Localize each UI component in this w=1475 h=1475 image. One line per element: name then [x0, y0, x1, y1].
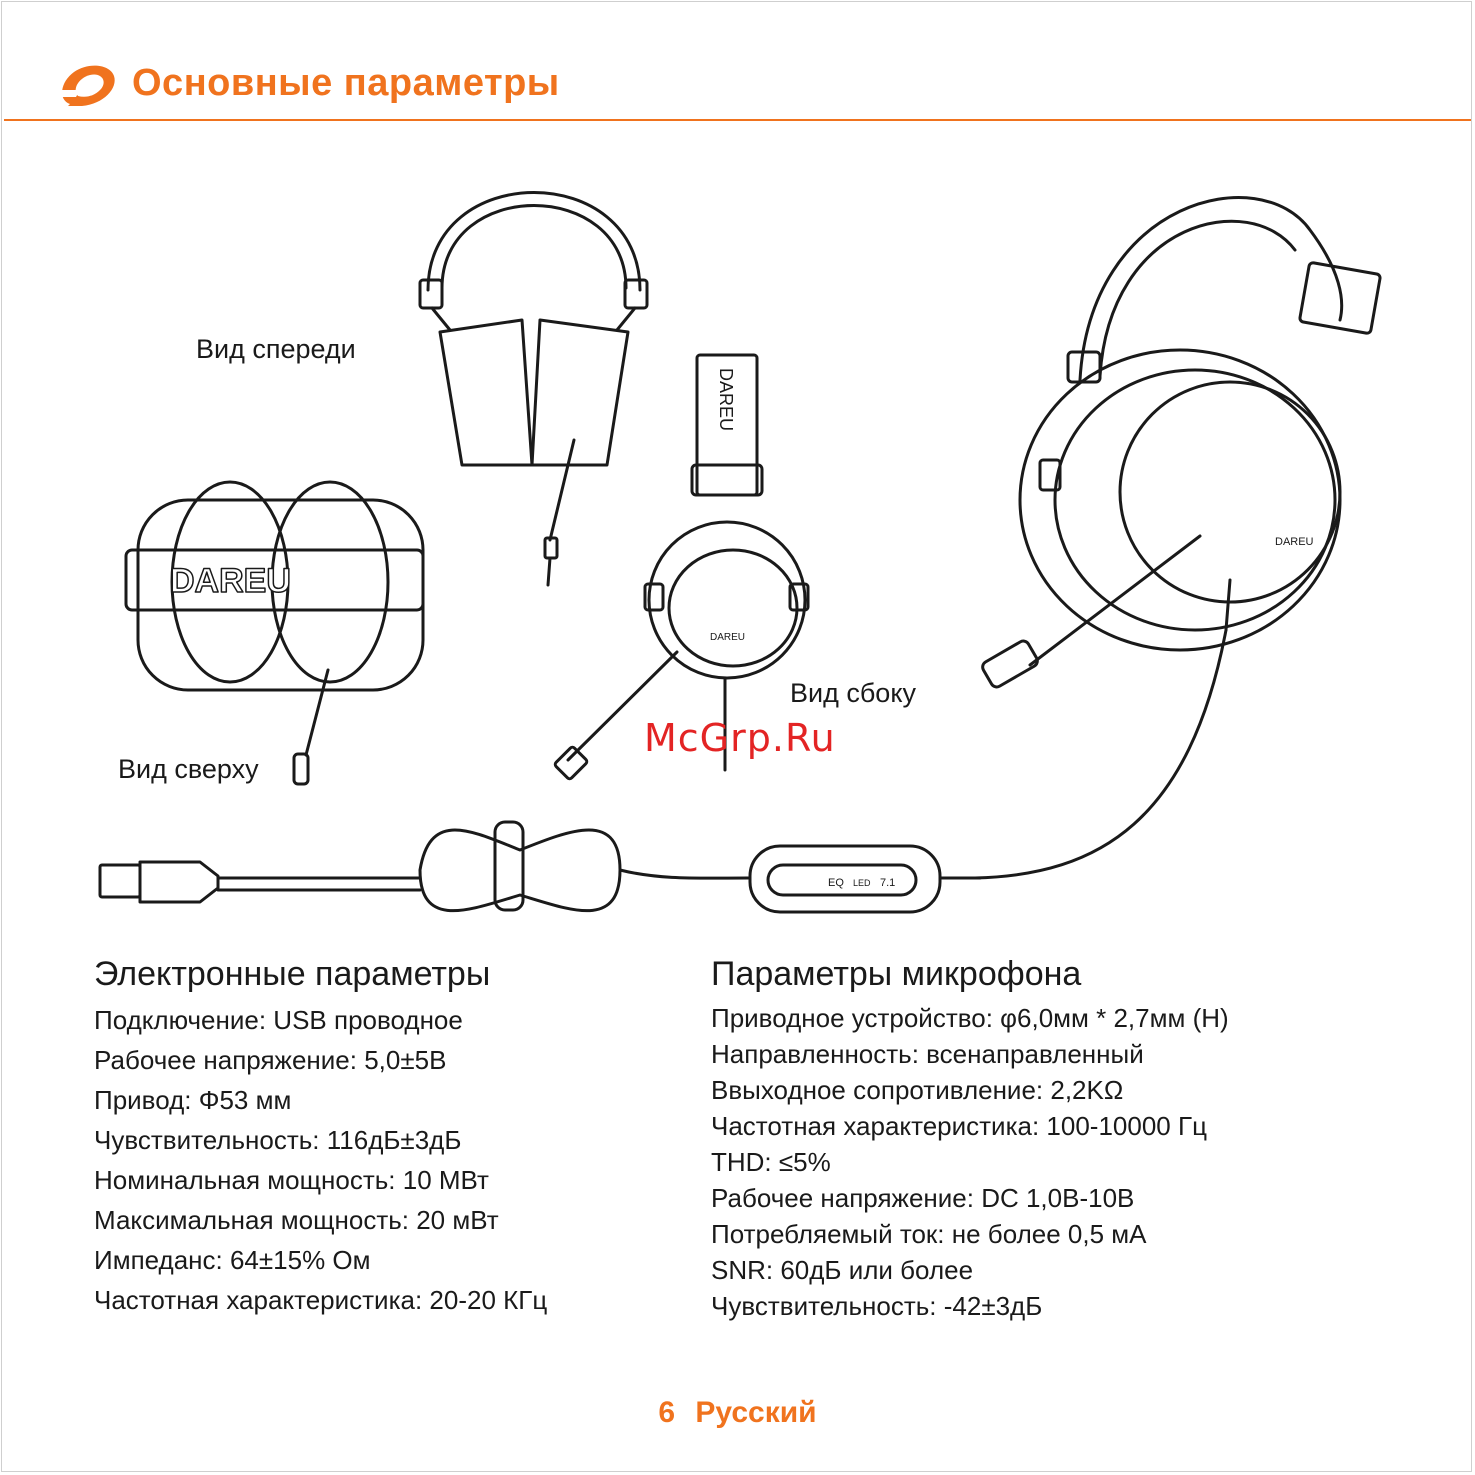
page-header: Основные параметры [0, 0, 1475, 122]
spec-rated-power: Номинальная мощность: 10 МВт [94, 1165, 489, 1195]
angled-view-drawing: DAREU [973, 196, 1382, 880]
mic-spec-sensitivity: Чувствительность: -42±3дБ [711, 1291, 1043, 1321]
page-footer: 6 Русский [0, 1396, 1475, 1430]
side-cup-brand-text: DAREU [710, 632, 745, 643]
mic-spec-snr: SNR: 60дБ или более [711, 1255, 974, 1285]
side-view-brand-text: DAREU [716, 368, 736, 431]
spec-max-power: Максимальная мощность: 20 мВт [94, 1205, 499, 1235]
top-view-brand-text: DAREU [170, 562, 291, 600]
spec-impedance: Импеданс: 64±15% Ом [94, 1245, 371, 1275]
spec-driver: Привод: Φ53 мм [94, 1085, 292, 1115]
header-divider [4, 119, 1471, 121]
microphone-parameters-heading: Параметры микрофона [711, 955, 1082, 993]
remote-surround-label: 7.1 [880, 877, 895, 889]
electronic-parameters-section: Электронные параметры Подключение: USB п… [94, 955, 547, 1320]
spec-sensitivity: Чувствительность: 116дБ±3дБ [94, 1125, 462, 1155]
microphone-parameters-section: Параметры микрофона Приводное устройство… [711, 955, 1229, 1324]
spec-voltage: Рабочее напряжение: 5,0±5В [94, 1045, 447, 1075]
spec-frequency-response: Частотная характеристика: 20-20 КГц [94, 1285, 548, 1315]
mic-spec-voltage: Рабочее напряжение: DC 1,0В-10В [711, 1183, 1135, 1213]
side-view-drawing: DAREU DAREU [553, 353, 810, 781]
top-view-label: Вид сверху [118, 754, 259, 784]
dareu-logo-icon [59, 65, 115, 106]
remote-led-label: LED [853, 878, 871, 888]
mic-spec-driver: Приводное устройство: φ6,0мм * 2,7мм (H) [711, 1003, 1229, 1033]
remote-eq-label: EQ [828, 877, 844, 889]
mic-spec-thd: THD: ≤5% [711, 1147, 831, 1177]
page-number: 6 [658, 1396, 676, 1429]
side-view-label: Вид сбоку [790, 678, 916, 708]
front-view-label: Вид спереди [196, 334, 356, 364]
footer-language: Русский [695, 1396, 817, 1429]
cable-remote-drawing: EQ LED 7.1 [98, 820, 982, 914]
mic-spec-directivity: Направленность: всенаправленный [711, 1039, 1144, 1069]
watermark-text: McGrp.Ru [644, 716, 836, 760]
headset-illustration: DAREU DAREU DAREU DAREU [98, 191, 1382, 914]
angled-cup-brand-text: DAREU [1275, 536, 1314, 548]
mic-spec-frequency-response: Частотная характеристика: 100-10000 Гц [711, 1111, 1207, 1141]
mic-spec-impedance: Ввыходное сопротивление: 2,2KΩ [711, 1075, 1124, 1105]
mic-spec-current: Потребляемый ток: не более 0,5 мА [711, 1219, 1147, 1249]
front-view-drawing [418, 191, 649, 587]
top-view-drawing: DAREU [124, 480, 425, 786]
electronic-parameters-heading: Электронные параметры [94, 955, 491, 993]
page-title: Основные параметры [132, 62, 560, 104]
spec-connection: Подключение: USB проводное [94, 1005, 463, 1035]
